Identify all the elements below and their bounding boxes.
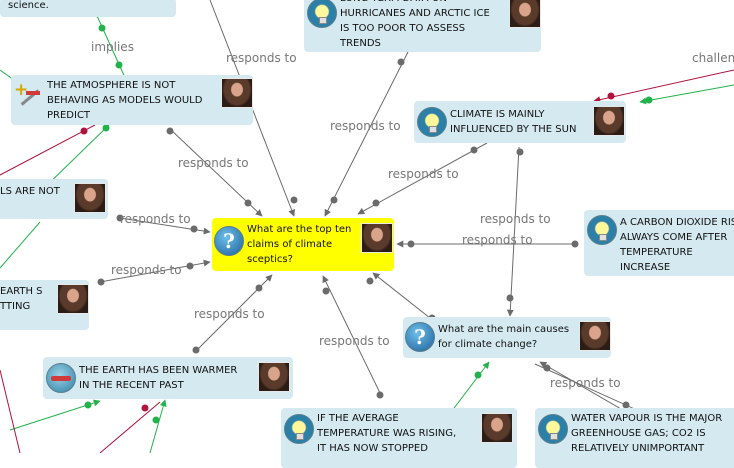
node-text: WATER VAPOUR IS THE MAJOR GREENHOUSE GAS…	[571, 413, 723, 454]
edge-label-responds-to: responds to	[388, 167, 459, 181]
node-text: IF THE AVERAGE TEMPERATURE WAS RISING, I…	[317, 413, 457, 454]
minus-icon	[46, 363, 76, 393]
edge-label-responds-to: responds to	[330, 119, 401, 133]
avatar	[481, 413, 513, 443]
challenges-links	[0, 69, 734, 453]
node-atmosphere[interactable]: + THE ATMOSPHERE IS NOT BEHAVING AS MODE…	[11, 75, 253, 125]
avatar	[258, 362, 290, 392]
avatar	[57, 284, 89, 314]
lightbulb-icon	[417, 107, 447, 137]
node-long-term-data[interactable]: LONG TERM DATA ON HURRICANES AND ARCTIC …	[304, 0, 541, 52]
question-icon: ?	[214, 226, 244, 256]
edge-label-responds-to: responds to	[462, 233, 533, 247]
avatar	[74, 183, 106, 213]
avatar	[361, 223, 393, 253]
node-text: What are the main causes for climate cha…	[438, 324, 570, 350]
node-co2-rise[interactable]: A CARBON DIOXIDE RISE ALWAYS COME AFTER …	[584, 210, 734, 276]
edge-label-responds-to: responds to	[120, 212, 191, 226]
edge-label-implies: implies	[91, 40, 134, 54]
edge-label-challenges: challen	[692, 51, 734, 65]
edge-labels: implies challen responds to responds to …	[91, 40, 734, 390]
edge-label-responds-to: responds to	[319, 334, 390, 348]
node-top-ten-claims[interactable]: ? What are the top ten claims of climate…	[212, 218, 394, 271]
edge-label-responds-to: responds to	[111, 263, 182, 277]
node-temp-stopped[interactable]: IF THE AVERAGE TEMPERATURE WAS RISING, I…	[281, 408, 517, 468]
node-water-vapour[interactable]: WATER VAPOUR IS THE MAJOR GREENHOUSE GAS…	[535, 408, 734, 468]
node-main-causes[interactable]: ? What are the main causes for climate c…	[403, 317, 611, 358]
edge-label-responds-to: responds to	[178, 156, 249, 170]
node-science[interactable]: science.	[0, 0, 176, 17]
node-text: LS ARE NOT	[0, 186, 60, 197]
edge-label-responds-to: responds to	[194, 307, 265, 321]
lightbulb-icon	[307, 0, 337, 28]
avatar	[221, 78, 253, 108]
node-text: EARTH S TTING	[0, 286, 43, 312]
node-text: science.	[8, 0, 49, 11]
question-icon: ?	[405, 322, 435, 352]
edge-label-responds-to: responds to	[480, 212, 551, 226]
node-text: LONG TERM DATA ON HURRICANES AND ARCTIC …	[340, 0, 490, 49]
avatar	[579, 321, 611, 351]
node-text: THE EARTH HAS BEEN WARMER IN THE RECENT …	[79, 365, 238, 391]
edge-label-responds-to: responds to	[550, 376, 621, 390]
node-earth-warmer[interactable]: THE EARTH HAS BEEN WARMER IN THE RECENT …	[43, 357, 293, 399]
avatar	[509, 0, 541, 28]
node-text: A CARBON DIOXIDE RISE ALWAYS COME AFTER …	[620, 217, 734, 273]
node-earth-setting[interactable]: EARTH S TTING	[0, 280, 89, 330]
map-canvas[interactable]: implies challen responds to responds to …	[0, 0, 734, 453]
node-text: What are the top ten claims of climate s…	[247, 224, 352, 265]
plus-minus-icon: +	[14, 82, 44, 113]
node-text: CLIMATE IS MAINLY INFLUENCED BY THE SUN	[450, 109, 577, 135]
node-text: THE ATMOSPHERE IS NOT BEHAVING AS MODELS…	[47, 80, 203, 121]
node-models-are-not[interactable]: LS ARE NOT	[0, 179, 108, 219]
edge-label-responds-to: responds to	[226, 51, 297, 65]
avatar	[593, 106, 625, 136]
node-climate-sun[interactable]: CLIMATE IS MAINLY INFLUENCED BY THE SUN	[414, 101, 626, 143]
lightbulb-icon	[587, 215, 617, 245]
lightbulb-icon	[284, 414, 314, 444]
lightbulb-icon	[538, 414, 568, 444]
